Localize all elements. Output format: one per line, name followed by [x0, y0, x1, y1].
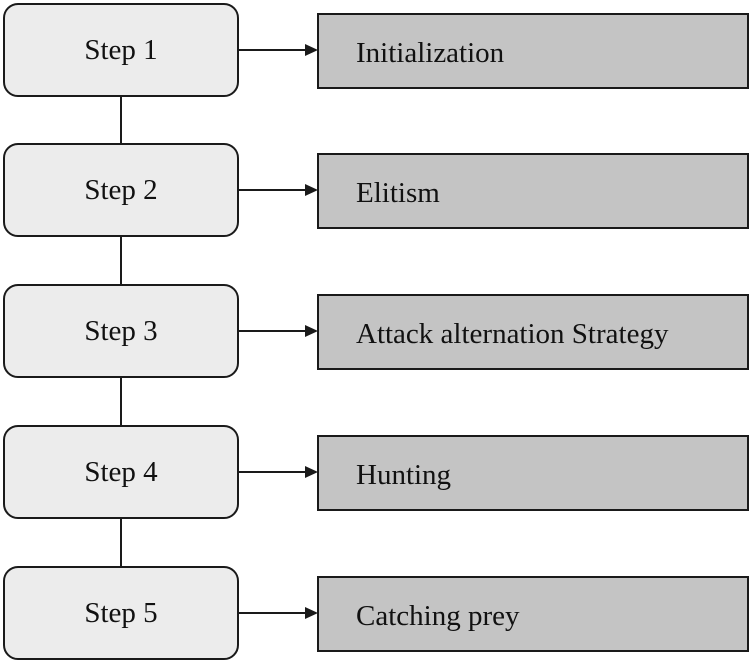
arrow-head-2	[305, 184, 318, 196]
description-box-2	[317, 153, 749, 229]
description-box-5	[317, 576, 749, 652]
flow-row-1: Step 1 Initialization	[3, 3, 749, 97]
flow-row-4: Step 4 Hunting	[3, 425, 749, 519]
description-text-5: Catching prey	[356, 600, 520, 632]
arrow-head-1	[305, 44, 318, 56]
flow-row-5: Step 5 Catching prey	[3, 566, 749, 660]
description-box-4	[317, 435, 749, 511]
step-label-4: Step 4	[84, 456, 158, 488]
step-label-5: Step 5	[84, 597, 157, 629]
description-box-1	[317, 13, 749, 89]
flow-row-2: Step 2 Elitism	[3, 143, 749, 237]
description-box-3	[317, 294, 749, 370]
arrow-head-3	[305, 325, 318, 337]
description-text-1: Initialization	[356, 37, 505, 69]
description-text-3: Attack alternation Strategy	[356, 318, 669, 350]
arrow-head-5	[305, 607, 318, 619]
description-text-4: Hunting	[356, 459, 451, 491]
step-label-1: Step 1	[84, 34, 157, 66]
step-label-3: Step 3	[84, 315, 157, 347]
description-text-2: Elitism	[356, 177, 440, 209]
flow-row-3: Step 3 Attack alternation Strategy	[3, 284, 749, 378]
arrow-head-4	[305, 466, 318, 478]
step-label-2: Step 2	[84, 174, 157, 206]
